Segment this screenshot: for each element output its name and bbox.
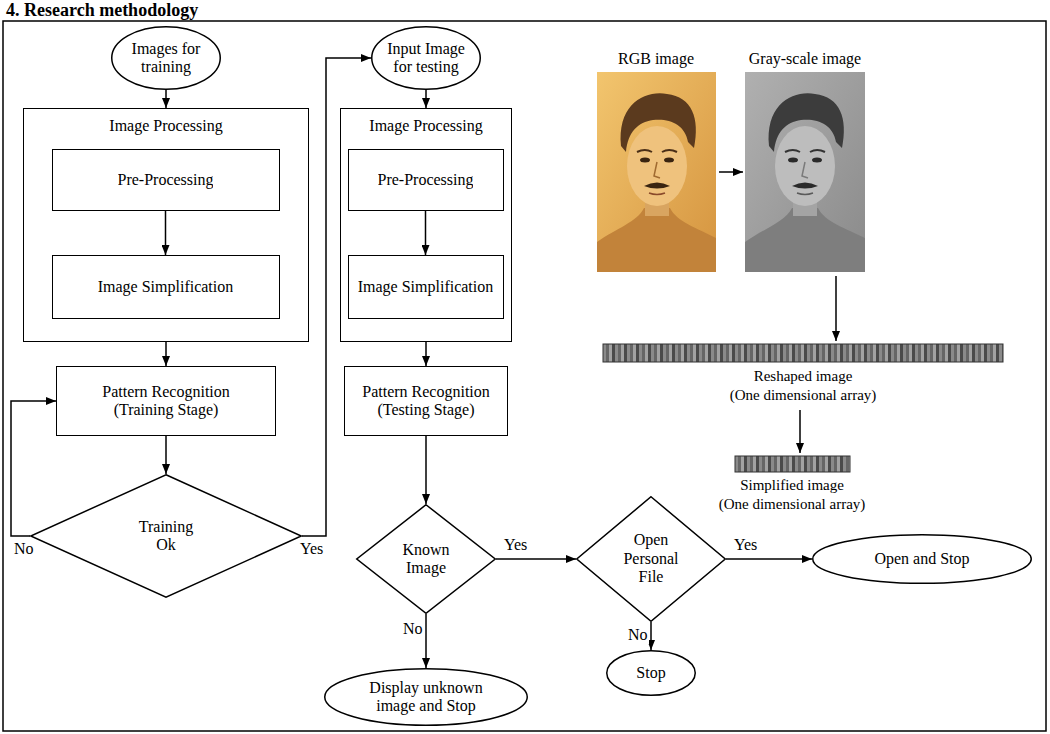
node-label: Pattern Recognition (Training Stage): [76, 383, 256, 420]
figure-caption: RGB image: [618, 50, 694, 68]
reshaped-array-bar: [603, 344, 1003, 362]
ellipse-shape: [112, 27, 221, 90]
process-group: Image ProcessingPre-ProcessingImage Simp…: [340, 108, 512, 342]
flow-arrow: [425, 614, 427, 668]
branch-label: No: [402, 620, 424, 638]
node-label: Pre-Processing: [118, 171, 214, 189]
process-box: Pattern Recognition (Training Stage): [56, 366, 276, 436]
process-box: Image Simplification: [348, 255, 504, 319]
node-label: Training Ok: [131, 518, 201, 555]
outer-frame: [3, 21, 1046, 731]
ellipse-shape: [607, 651, 696, 696]
figure-caption: Simplified image: [740, 476, 844, 494]
branch-label: No: [13, 540, 35, 558]
figure-caption: Gray-scale image: [749, 50, 861, 68]
flow-arrow: [165, 342, 167, 366]
terminal-ellipse: Input Image for testing: [371, 26, 481, 90]
node-label: Images for training: [124, 40, 208, 77]
flow-arrow: [496, 558, 576, 560]
figure-caption: (One dimensional array): [730, 386, 877, 404]
ellipse-shape: [372, 27, 481, 90]
process-box: Pre-Processing: [52, 149, 280, 211]
figure-caption: Reshaped image: [754, 367, 853, 385]
node-label: Input Image for testing: [384, 40, 468, 77]
node-label: Pattern Recognition (Testing Stage): [352, 383, 500, 420]
terminal-ellipse: Open and Stop: [812, 534, 1032, 584]
group-heading: Image Processing: [369, 117, 482, 135]
node-label: Stop: [636, 664, 665, 682]
branch-label: Yes: [503, 536, 528, 554]
diamond-shape: [357, 505, 496, 614]
flow-arrow: [650, 622, 652, 650]
conversion-arrow: [719, 171, 743, 173]
flow-arrow: [726, 558, 812, 560]
process-group: Image ProcessingPre-ProcessingImage Simp…: [23, 108, 309, 342]
terminal-ellipse: Display unknown image and Stop: [324, 668, 528, 726]
flow-arrow: [11, 401, 56, 536]
process-box: Pre-Processing: [348, 149, 504, 211]
ellipse-shape: [325, 669, 528, 726]
branch-label: No: [627, 626, 649, 644]
flow-arrow: [165, 211, 167, 255]
diagram-title: 4. Research methodology: [6, 0, 198, 20]
node-label: Open and Stop: [874, 550, 969, 568]
branch-label: Yes: [733, 536, 758, 554]
node-label: Display unknown image and Stop: [356, 679, 496, 716]
diamond-shape: [577, 497, 726, 622]
flow-arrow: [165, 436, 167, 474]
diamond-shape: [31, 475, 302, 598]
flow-arrow: [425, 90, 427, 108]
rgb-photo: [597, 72, 716, 272]
flow-arrow: [425, 211, 427, 255]
node-label: Image Simplification: [98, 278, 234, 296]
ellipse-shape: [813, 535, 1032, 584]
node-label: Image Simplification: [358, 278, 494, 296]
reshape-arrow: [835, 276, 837, 341]
decision-diamond: Known Image: [356, 504, 496, 614]
group-heading: Image Processing: [109, 117, 222, 135]
simplified-array-bar: [735, 456, 850, 472]
node-label: Known Image: [393, 541, 459, 578]
node-label: Pre-Processing: [378, 171, 474, 189]
flow-arrow: [425, 436, 427, 504]
figure-caption: (One dimensional array): [719, 495, 866, 513]
flow-arrow: [165, 90, 167, 108]
decision-diamond: Training Ok: [30, 474, 302, 598]
node-label: Open Personal File: [615, 531, 687, 586]
process-box: Pattern Recognition (Testing Stage): [344, 366, 508, 436]
decision-diamond: Open Personal File: [576, 496, 726, 622]
terminal-ellipse: Images for training: [111, 26, 221, 90]
simplify-arrow: [799, 410, 801, 453]
terminal-ellipse: Stop: [606, 650, 696, 696]
flow-arrow: [425, 342, 427, 366]
branch-label: Yes: [299, 540, 324, 558]
grayscale-photo: [745, 72, 865, 272]
process-box: Image Simplification: [52, 255, 280, 319]
